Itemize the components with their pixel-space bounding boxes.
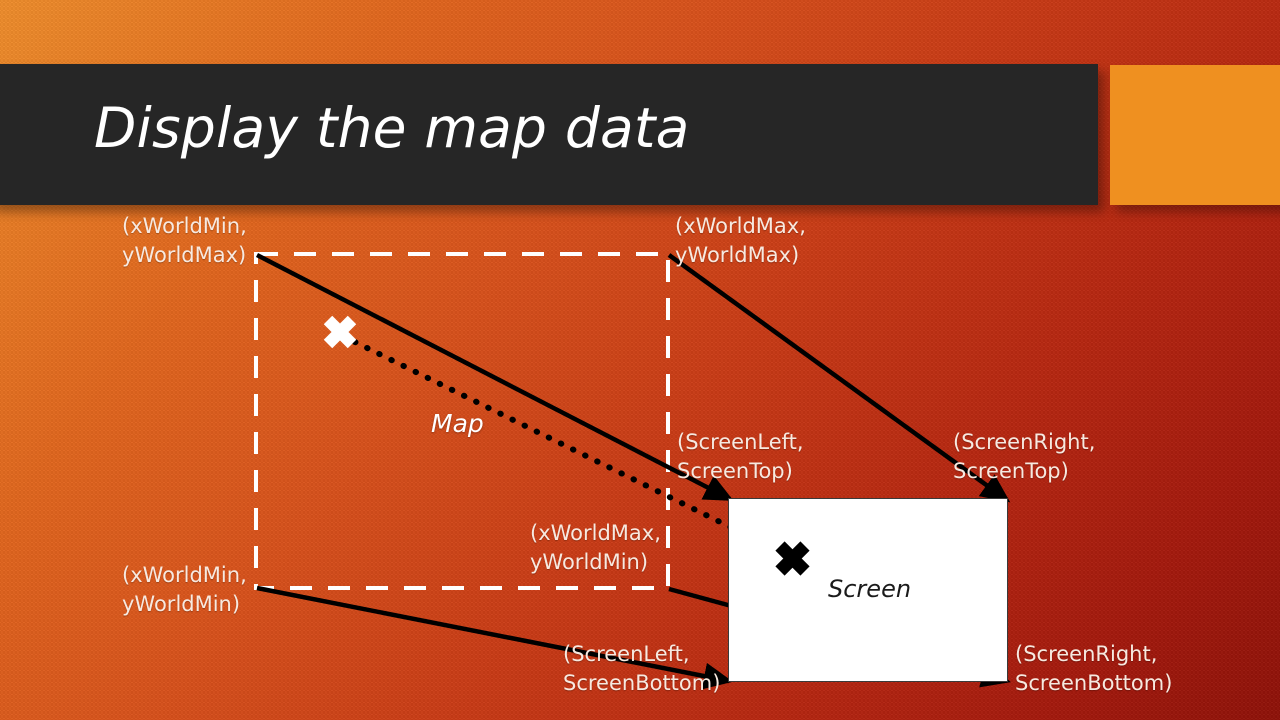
label-line-2: yWorldMin) bbox=[530, 550, 649, 574]
label-line-1: (ScreenLeft, bbox=[563, 642, 690, 666]
label-screen-top-right: (ScreenRight, ScreenTop) bbox=[953, 428, 1095, 486]
label-screen-bottom-left: (ScreenLeft, ScreenBottom) bbox=[563, 640, 720, 698]
x-marker-black bbox=[775, 541, 810, 576]
label-world-top-left: (xWorldMin, yWorldMax) bbox=[122, 212, 247, 270]
arrow-world-bl-to-screen-bl bbox=[256, 585, 733, 690]
label-screen-top-left: (ScreenLeft, ScreenTop) bbox=[677, 428, 804, 486]
label-line-1: (ScreenRight, bbox=[1015, 642, 1158, 666]
label-line-1: (xWorldMax, bbox=[675, 214, 806, 238]
label-line-2: yWorldMin) bbox=[122, 592, 241, 616]
label-world-bottom-left: (xWorldMin, yWorldMin) bbox=[122, 561, 247, 619]
screen-label: Screen bbox=[828, 575, 912, 603]
label-line-1: (xWorldMax, bbox=[530, 521, 661, 545]
label-screen-bottom-right: (ScreenRight, ScreenBottom) bbox=[1015, 640, 1172, 698]
label-world-top-right: (xWorldMax, yWorldMax) bbox=[675, 212, 806, 270]
world-rect bbox=[254, 252, 670, 590]
label-line-2: ScreenTop) bbox=[953, 459, 1069, 483]
accent-block bbox=[1110, 65, 1280, 205]
label-line-2: ScreenTop) bbox=[677, 459, 793, 483]
arrow-world-tl-to-screen-tl bbox=[255, 253, 734, 501]
label-line-1: (xWorldMin, bbox=[122, 563, 247, 587]
label-line-1: (ScreenRight, bbox=[953, 430, 1096, 454]
label-line-1: (xWorldMin, bbox=[122, 214, 247, 238]
arrow-world-tr-to-screen-tr bbox=[667, 253, 1011, 503]
screen-rect bbox=[728, 498, 1008, 682]
label-line-2: yWorldMax) bbox=[675, 243, 800, 267]
label-line-2: ScreenBottom) bbox=[563, 671, 721, 695]
label-line-1: (ScreenLeft, bbox=[677, 430, 804, 454]
label-world-bottom-right: (xWorldMax, yWorldMin) bbox=[530, 519, 661, 577]
label-line-2: yWorldMax) bbox=[122, 243, 247, 267]
x-marker-white bbox=[323, 315, 357, 349]
map-label: Map bbox=[431, 409, 484, 438]
title-band bbox=[0, 64, 1098, 205]
page-title: Display the map data bbox=[94, 96, 690, 160]
point-mapping-line bbox=[352, 339, 788, 556]
label-line-2: ScreenBottom) bbox=[1015, 671, 1173, 695]
